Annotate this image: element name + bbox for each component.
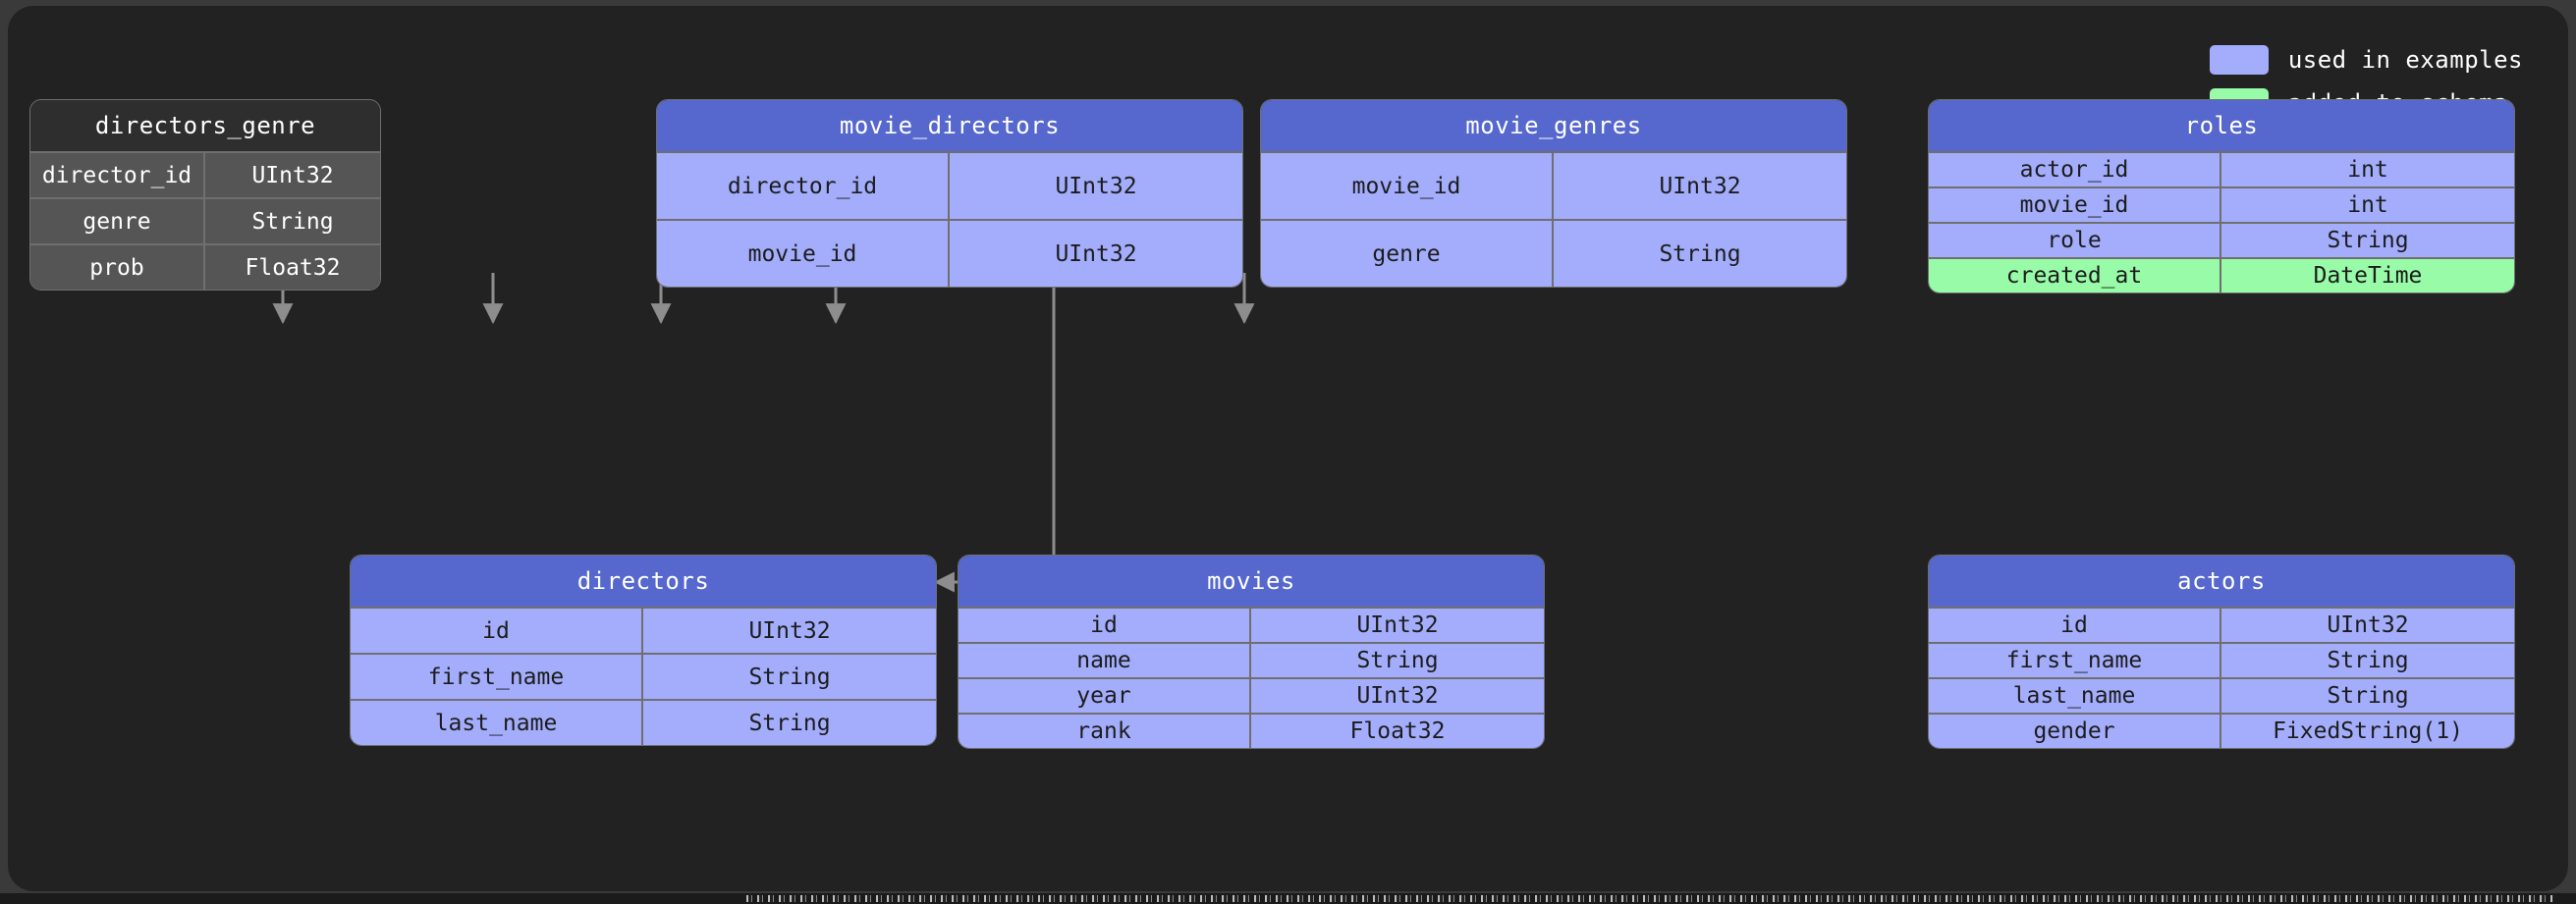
column-name: movie_id — [657, 221, 950, 287]
table-row: id UInt32 — [1929, 607, 2514, 642]
column-type: String — [748, 664, 831, 690]
blue-swatch-icon — [2209, 45, 2269, 75]
column-name: movie_id — [1929, 188, 2221, 222]
table-row: first_name String — [1929, 642, 2514, 677]
column-type: UInt32 — [1659, 173, 1741, 199]
table-row: director_id UInt32 — [30, 151, 380, 197]
table-row: last_name String — [351, 699, 936, 745]
column-name: id — [1929, 609, 2221, 642]
table-row: id UInt32 — [959, 607, 1544, 642]
table-row: rank Float32 — [959, 713, 1544, 748]
table-row-added: created_at DateTime — [1929, 257, 2514, 292]
table-row: genre String — [30, 197, 380, 243]
column-type: Float32 — [1349, 718, 1446, 744]
column-name: id — [351, 609, 643, 653]
column-name: prob — [30, 245, 205, 290]
column-type: FixedString(1) — [2273, 718, 2463, 744]
column-type: UInt32 — [251, 162, 334, 188]
column-type: String — [2327, 683, 2409, 709]
table-row: id UInt32 — [351, 607, 936, 653]
column-type: UInt32 — [1356, 683, 1439, 709]
column-name: year — [959, 679, 1251, 713]
table-row: movie_id UInt32 — [1261, 151, 1846, 219]
column-type: String — [2327, 648, 2409, 673]
table-row: movie_id UInt32 — [657, 219, 1242, 287]
column-type: String — [2327, 228, 2409, 253]
table-movie_genres[interactable]: movie_genres movie_id UInt32 genre Strin… — [1260, 99, 1847, 288]
table-row: actor_id int — [1929, 151, 2514, 186]
column-name: created_at — [1929, 259, 2221, 292]
column-type: int — [2347, 157, 2388, 183]
table-title: movie_genres — [1261, 100, 1846, 151]
table-title: directors_genre — [30, 100, 380, 151]
column-name: movie_id — [1261, 153, 1554, 219]
table-directors[interactable]: directors id UInt32 first_name String la… — [350, 555, 937, 746]
table-roles[interactable]: roles actor_id int movie_id int role Str… — [1928, 99, 2515, 293]
table-row: genre String — [1261, 219, 1846, 287]
column-type: UInt32 — [748, 617, 831, 644]
column-type: String — [1356, 648, 1439, 673]
column-type: UInt32 — [1356, 612, 1439, 638]
cut-off-content — [746, 895, 2553, 902]
column-name: last_name — [351, 701, 643, 745]
column-name: gender — [1929, 715, 2221, 748]
table-row: gender FixedString(1) — [1929, 713, 2514, 748]
table-row: name String — [959, 642, 1544, 677]
column-type: String — [251, 208, 334, 235]
column-type: DateTime — [2313, 263, 2423, 289]
table-title: actors — [1929, 556, 2514, 607]
table-row: director_id UInt32 — [657, 151, 1242, 219]
column-name: genre — [30, 199, 205, 243]
table-row: last_name String — [1929, 677, 2514, 713]
table-actors[interactable]: actors id UInt32 first_name String last_… — [1928, 555, 2515, 749]
table-row: movie_id int — [1929, 186, 2514, 222]
column-name: genre — [1261, 221, 1554, 287]
column-type: UInt32 — [2327, 612, 2409, 638]
table-row: first_name String — [351, 653, 936, 699]
legend-label-used-in-examples: used in examples — [2287, 46, 2523, 74]
diagram-canvas: used in examples added to schema directo… — [8, 6, 2568, 891]
column-type: String — [1659, 240, 1741, 267]
column-name: last_name — [1929, 679, 2221, 713]
table-row: prob Float32 — [30, 243, 380, 290]
column-name: first_name — [1929, 644, 2221, 677]
table-title: roles — [1929, 100, 2514, 151]
column-type: int — [2347, 192, 2388, 218]
column-name: rank — [959, 715, 1251, 748]
column-name: first_name — [351, 655, 643, 699]
table-directors_genre[interactable]: directors_genre director_id UInt32 genre… — [29, 99, 381, 291]
column-name: actor_id — [1929, 153, 2221, 186]
table-row: role String — [1929, 222, 2514, 257]
table-title: movie_directors — [657, 100, 1242, 151]
column-name: role — [1929, 224, 2221, 257]
column-type: String — [748, 710, 831, 736]
legend-item-used-in-examples: used in examples — [2209, 45, 2523, 75]
page-bottom-edge — [0, 893, 2576, 904]
table-title: directors — [351, 556, 936, 607]
column-name: director_id — [30, 153, 205, 197]
column-name: director_id — [657, 153, 950, 219]
table-movies[interactable]: movies id UInt32 name String year UInt32… — [958, 555, 1545, 749]
table-movie_directors[interactable]: movie_directors director_id UInt32 movie… — [656, 99, 1243, 288]
table-title: movies — [959, 556, 1544, 607]
column-name: id — [959, 609, 1251, 642]
column-type: UInt32 — [1055, 173, 1137, 199]
column-type: Float32 — [245, 254, 341, 281]
column-name: name — [959, 644, 1251, 677]
column-type: UInt32 — [1055, 240, 1137, 267]
table-row: year UInt32 — [959, 677, 1544, 713]
